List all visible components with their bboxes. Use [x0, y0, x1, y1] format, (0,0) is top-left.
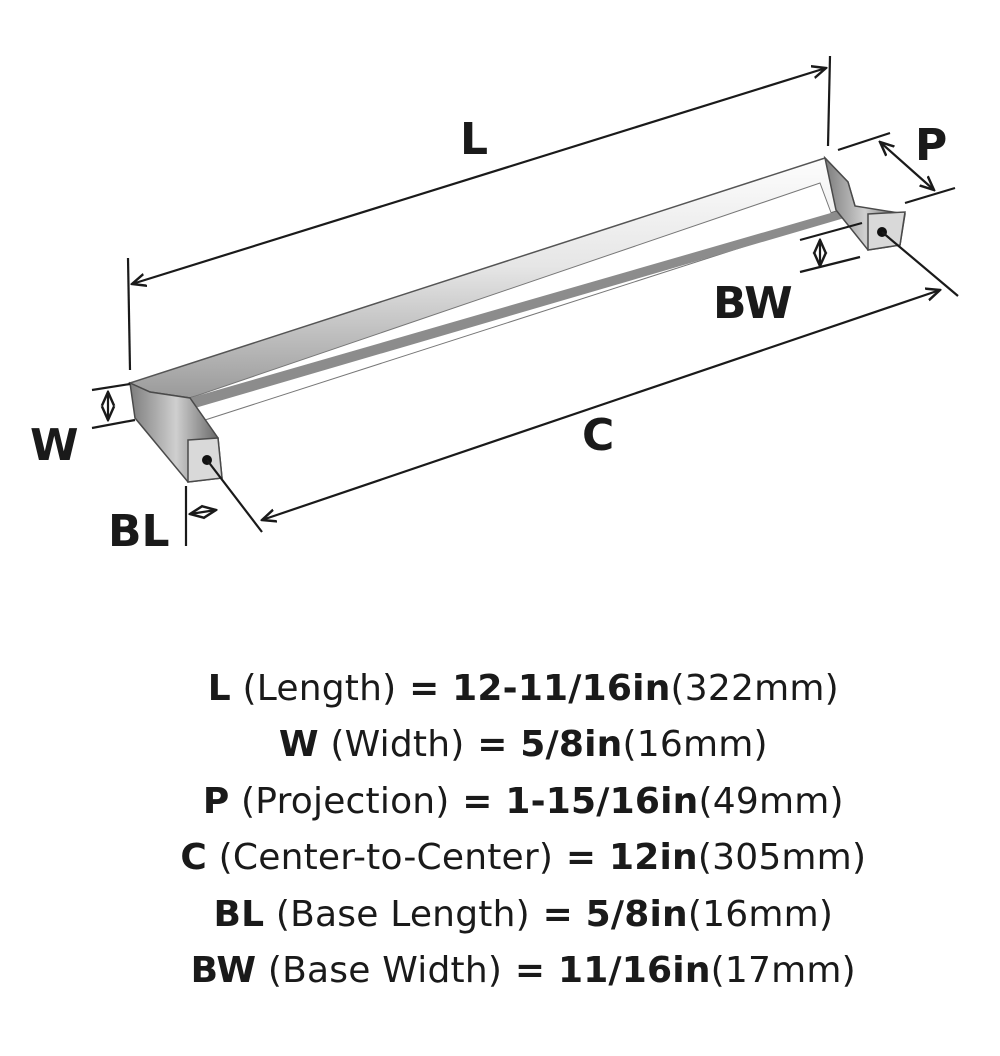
projection-dimension-line [880, 142, 934, 190]
spec-row-projection: P (Projection) = 1-15/16in(49mm) [0, 717, 1000, 822]
spec-row-length: L (Length) = 12-11/16in(322mm) [0, 604, 1000, 709]
spec-description: (Length) [230, 667, 397, 709]
spec-imperial-value: = 5/8in [529, 893, 688, 935]
specification-list: L (Length) = 12-11/16in(322mm) W (Width)… [0, 604, 1000, 992]
ext-line-p-top [837, 131, 891, 152]
spec-code: W [278, 724, 319, 765]
label-center: C [582, 410, 614, 461]
ext-line-bw-bottom [799, 255, 861, 274]
spec-metric-value: (17mm) [710, 950, 856, 991]
spec-imperial-value: = 11/16in [502, 950, 711, 991]
ext-line-right-length [826, 55, 832, 147]
label-projection: P [915, 120, 947, 171]
spec-imperial-value: = 12in [553, 837, 698, 878]
length-dimension-line [132, 68, 826, 284]
label-length: L [460, 114, 488, 165]
spec-metric-value: (49mm) [698, 780, 844, 822]
base-length-dimension-line [190, 510, 216, 514]
ext-line-right-center [881, 231, 959, 297]
ext-line-w-top [91, 382, 131, 392]
spec-code: BL [213, 893, 265, 935]
spec-metric-value: (16mm) [622, 724, 768, 765]
spec-code: C [180, 837, 207, 878]
ext-line-left-length [126, 257, 132, 371]
spec-metric-value: (322mm) [670, 667, 839, 709]
spec-row-base-length: BL (Base Length) = 5/8in(16mm) [0, 830, 1000, 935]
spec-code: P [202, 780, 230, 822]
spec-imperial-value: = 12-11/16in [396, 667, 671, 709]
spec-imperial-value: = 5/8in [464, 724, 623, 765]
ext-line-w-bottom [91, 418, 136, 430]
spec-row-center-to-center: C (Center-to-Center) = 12in(305mm) [0, 774, 1000, 878]
label-width: W [30, 420, 79, 471]
spec-imperial-value: = 1-15/16in [449, 780, 699, 822]
spec-code: BW [190, 950, 257, 991]
spec-description: (Center-to-Center) [207, 837, 554, 878]
label-base-width: BW [713, 278, 793, 329]
spec-description: (Width) [318, 724, 465, 765]
spec-metric-value: (305mm) [697, 837, 867, 878]
spec-row-width: W (Width) = 5/8in(16mm) [0, 661, 1000, 765]
spec-description: (Projection) [229, 780, 450, 822]
label-base-length: BL [108, 506, 170, 557]
ext-line-left-center [206, 459, 263, 533]
spec-code: L [207, 667, 231, 709]
handle-dimension-diagram: L P BW W C BL [30, 55, 959, 557]
ext-line-p-bottom [904, 186, 956, 205]
spec-metric-value: (16mm) [687, 893, 834, 935]
spec-description: (Base Width) [256, 950, 503, 991]
center-dimension-line [262, 290, 940, 520]
spec-row-base-width: BW (Base Width) = 11/16in(17mm) [0, 887, 1000, 991]
spec-description: (Base Length) [264, 893, 530, 935]
